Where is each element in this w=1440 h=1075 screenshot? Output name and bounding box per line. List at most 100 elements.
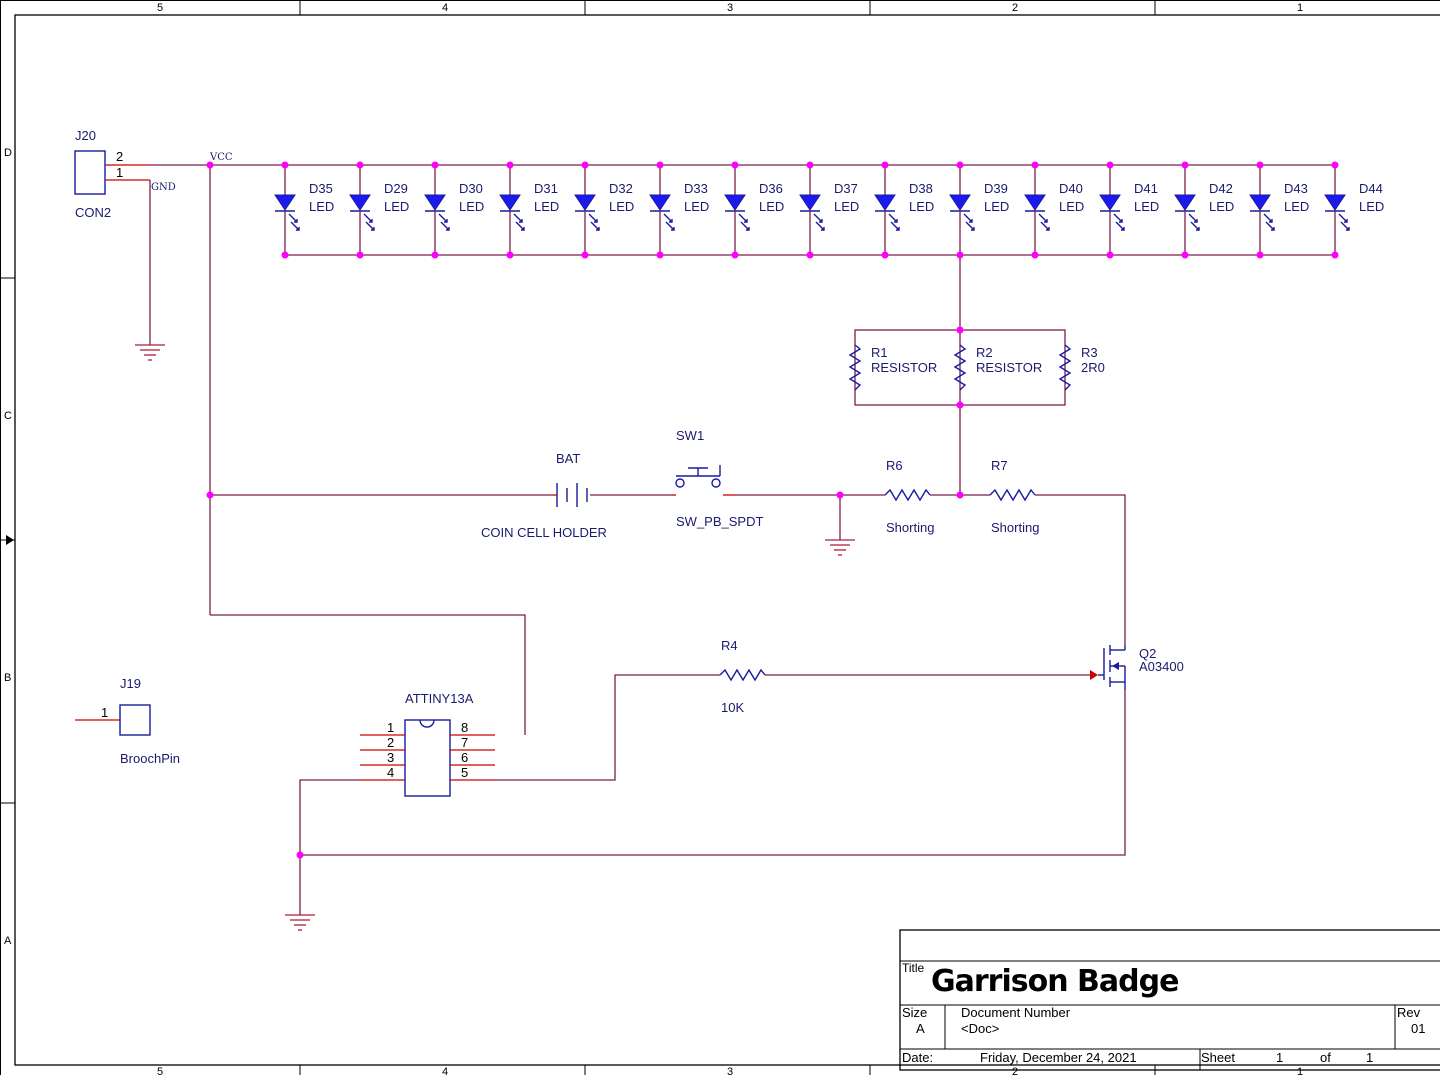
switch-sw1[interactable]: SW1 SW_PB_SPDT (672, 428, 763, 529)
title-block: Title Garrison Badge Size A Document Num… (899, 929, 1440, 1071)
resistor-r1[interactable]: R1 RESISTOR (848, 344, 937, 391)
frame-row-labels: D C B A (4, 147, 12, 947)
resistor-r6[interactable]: R6 Shorting (884, 458, 934, 535)
junction-dot (1331, 161, 1339, 169)
r2-ref: R2 (976, 345, 993, 360)
junction-dot (281, 161, 289, 169)
led-ref: D30 (459, 181, 483, 196)
junction-dot (581, 161, 589, 169)
q2-value: A03400 (1139, 659, 1184, 674)
led-ref: D35 (309, 181, 333, 196)
led-value: LED (459, 199, 484, 214)
date-label: Date: (902, 1050, 933, 1065)
frame-col-labels-top: 5 4 3 2 1 (157, 2, 1303, 14)
mcu-pin: 1 (387, 720, 394, 735)
led-value: LED (909, 199, 934, 214)
connector-j19[interactable]: J19 BroochPin 1 (101, 676, 180, 766)
mcu-attiny13a[interactable]: ATTINY13A 1 2 3 4 8 7 6 5 (360, 691, 495, 797)
r1-ref: R1 (871, 345, 888, 360)
sheets-value: 1 (1366, 1050, 1373, 1065)
led-value: LED (1059, 199, 1084, 214)
j20-value: CON2 (75, 205, 111, 220)
row-label: D (4, 147, 12, 159)
junction-dots (206, 161, 1339, 859)
resistor-r7[interactable]: R7 Shorting (989, 458, 1039, 535)
row-label: B (4, 672, 11, 684)
col-label: 1 (1297, 2, 1303, 14)
row-label: C (4, 410, 12, 422)
r2-value: RESISTOR (976, 360, 1042, 375)
connector-j20[interactable]: J20 CON2 2 1 (74, 128, 150, 220)
mcu-pin: 8 (461, 720, 468, 735)
ground-symbol (285, 914, 315, 931)
of-label: of (1320, 1050, 1331, 1065)
r4-ref: R4 (721, 638, 738, 653)
junction-dot (431, 161, 439, 169)
junction-dot (356, 251, 364, 259)
r3-value: 2R0 (1081, 360, 1105, 375)
junction-dot (1256, 161, 1264, 169)
docnum-label: Document Number (961, 1005, 1071, 1020)
title-label: Title (902, 961, 925, 975)
junction-dot (656, 161, 664, 169)
battery-bat[interactable]: BAT COIN CELL HOLDER (481, 451, 607, 540)
r6-value: Shorting (886, 520, 934, 535)
led-ref: D41 (1134, 181, 1158, 196)
led-ref: D33 (684, 181, 708, 196)
r6-ref: R6 (886, 458, 903, 473)
junction-dot (881, 161, 889, 169)
j20-ref: J20 (75, 128, 96, 143)
led-value: LED (609, 199, 634, 214)
led-ref: D32 (609, 181, 633, 196)
junction-dot (1106, 251, 1114, 259)
junction-dot (296, 851, 304, 859)
led-ref: D42 (1209, 181, 1233, 196)
led-value: LED (1209, 199, 1234, 214)
led-value: LED (384, 199, 409, 214)
date-value: Friday, December 24, 2021 (980, 1050, 1137, 1065)
mcu-pin: 2 (387, 735, 394, 750)
resistor-r3[interactable]: R3 2R0 (1058, 344, 1105, 391)
col-label: 3 (727, 1066, 733, 1075)
junction-dot (1181, 161, 1189, 169)
led-value: LED (1359, 199, 1384, 214)
junction-dot (956, 326, 964, 334)
led-ref: D29 (384, 181, 408, 196)
resistor-r4[interactable]: R4 10K (719, 638, 766, 715)
rev-value: 01 (1411, 1021, 1425, 1036)
row-label: A (4, 935, 12, 947)
j19-ref: J19 (120, 676, 141, 691)
led-ref: D39 (984, 181, 1008, 196)
led-ref: D38 (909, 181, 933, 196)
resistor-r2[interactable]: R2 RESISTOR (953, 344, 1042, 391)
bat-ref: BAT (556, 451, 580, 466)
col-label: 4 (442, 2, 448, 14)
gnd-net-label: GND (151, 182, 176, 193)
rev-label: Rev (1397, 1005, 1421, 1020)
col-label: 3 (727, 2, 733, 14)
junction-dot (581, 251, 589, 259)
led-value: LED (1134, 199, 1159, 214)
mosfet-q2[interactable]: Q2 A03400 (1090, 645, 1184, 690)
junction-dot (731, 251, 739, 259)
junction-dot (206, 161, 214, 169)
sheet-label: Sheet (1201, 1050, 1235, 1065)
led-value: LED (684, 199, 709, 214)
led-value: LED (834, 199, 859, 214)
wires (75, 164, 1335, 915)
